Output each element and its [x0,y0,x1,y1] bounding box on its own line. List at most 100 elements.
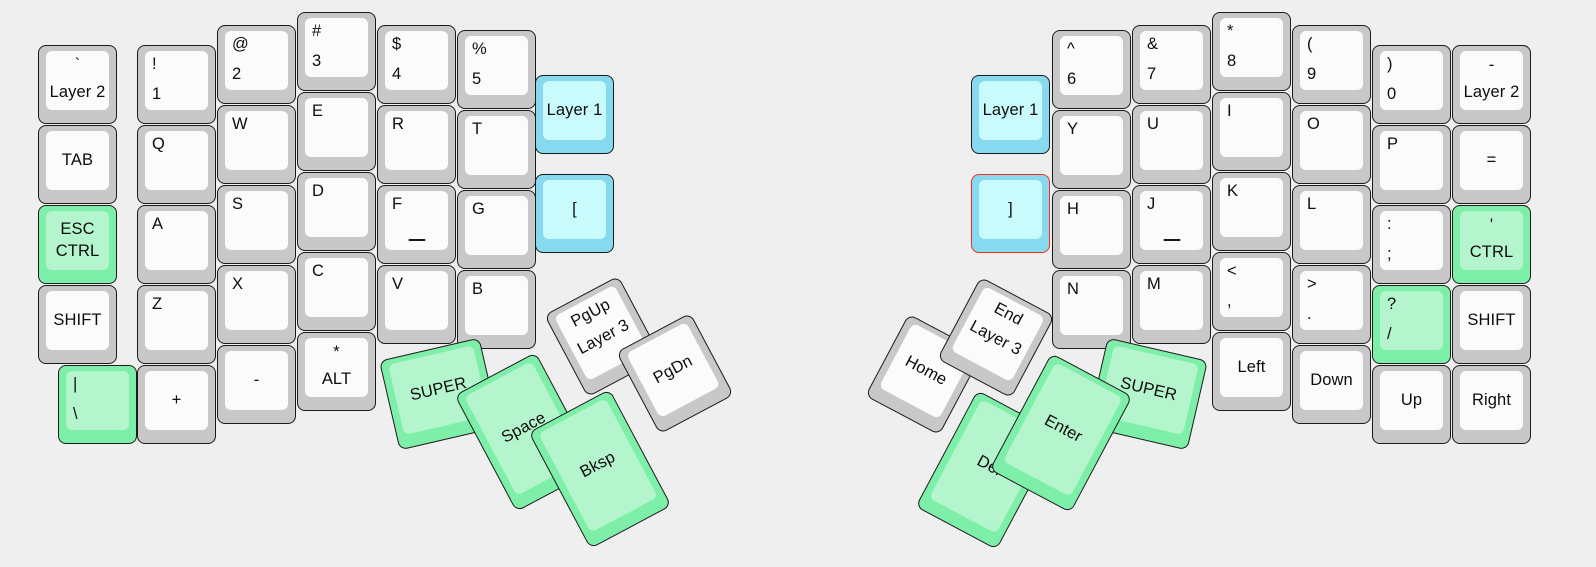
key-l-c1-r5[interactable]: |\ [58,365,137,444]
key-r-c2-r2[interactable]: U [1132,105,1211,184]
keycap-surface: ] [979,180,1042,239]
keycap-surface: T [465,116,528,175]
key-l-c2-r4[interactable]: Z [137,285,216,364]
key-legend-shifted: D [312,182,325,200]
key-r-c1-r1[interactable]: ^6 [1052,30,1131,109]
key-l-c1-r2[interactable]: TAB [38,125,117,204]
key-l-c1-r1[interactable]: `Layer 2 [38,45,117,124]
key-r-c5-r3[interactable]: :; [1372,205,1451,284]
key-legend-shifted: # [312,22,322,40]
keycap-surface: %5 [465,36,528,95]
key-legend-shifted: < [1227,262,1237,280]
keycap-surface: ^6 [1060,36,1123,95]
key-legend-shifted: O [1307,115,1320,133]
key-l-c1-r4[interactable]: SHIFT [38,285,117,364]
keycap-surface: R [385,111,448,170]
key-legend-shifted: & [1147,35,1159,53]
key-l-c5-r2[interactable]: R [377,105,456,184]
key-legend-shifted: ESC [60,220,95,239]
key-l-c4-r4[interactable]: C [297,252,376,331]
key-r-c3-r1[interactable]: *8 [1212,12,1291,91]
key-r-c5-r2[interactable]: P [1372,125,1451,204]
key-r-c5-r1[interactable]: )0 [1372,45,1451,124]
key-legend-base: \ [73,404,78,423]
key-l-c7-r1[interactable]: Layer 1 [535,75,614,154]
key-r-c2-r3[interactable]: J [1132,185,1211,264]
key-l-c3-r3[interactable]: S [217,185,296,264]
key-l-c5-r1[interactable]: $4 [377,25,456,104]
key-legend-base: 0 [1387,84,1397,103]
key-r-c4-r3[interactable]: L [1292,185,1371,264]
key-l-c4-r3[interactable]: D [297,172,376,251]
key-legend-shifted: N [1067,280,1080,298]
key-l-c2-r1[interactable]: !1 [137,45,216,124]
key-legend-base: / [1387,324,1392,343]
key-r-c5-r4[interactable]: ?/ [1372,285,1451,364]
key-r-c3-r5[interactable]: Left [1212,332,1291,411]
key-r-c2-r1[interactable]: &7 [1132,25,1211,104]
key-l-c2-r2[interactable]: Q [137,125,216,204]
keycap-surface: V [385,271,448,330]
key-legend-base: SHIFT [1467,310,1516,329]
key-l-c5-r3[interactable]: F [377,185,456,264]
key-r-c6-r4[interactable]: SHIFT [1452,285,1531,364]
key-l-c2-r5[interactable]: + [137,365,216,444]
key-r-c3-r2[interactable]: I [1212,92,1291,171]
key-r-c4-r5[interactable]: Down [1292,345,1371,424]
key-r-c6-r1[interactable]: -Layer 2 [1452,45,1531,124]
key-r-c0-r1[interactable]: Layer 1 [971,75,1050,154]
keycap-surface: O [1300,111,1363,170]
keycap-surface: Layer 1 [979,81,1042,140]
key-legend-shifted: : [1387,215,1392,233]
key-legend-shifted: M [1147,275,1161,293]
key-l-c3-r2[interactable]: W [217,105,296,184]
keycap-surface: $4 [385,31,448,90]
key-legend-base: Down [1310,370,1353,389]
key-r-c0-r2[interactable]: ] [971,174,1050,253]
key-r-c4-r2[interactable]: O [1292,105,1371,184]
key-l-c2-r3[interactable]: A [137,205,216,284]
key-r-c5-r5[interactable]: Up [1372,365,1451,444]
key-legend-shifted: End [991,299,1026,330]
key-legend-shifted: ' [1489,216,1494,234]
key-r-c2-r4[interactable]: M [1132,265,1211,344]
key-legend-base: [ [572,199,577,218]
key-l-c6-r1[interactable]: %5 [457,30,536,109]
key-r-c3-r3[interactable]: K [1212,172,1291,251]
key-l-c3-r5[interactable]: - [217,345,296,424]
keycap-surface: !1 [145,51,208,110]
key-l-c7-r2[interactable]: [ [535,174,614,253]
key-l-c6-r4[interactable]: B [457,270,536,349]
keycap-surface: L [1300,191,1363,250]
key-legend-base: TAB [61,150,94,169]
key-r-c6-r3[interactable]: 'CTRL [1452,205,1531,284]
keycap-surface: Q [145,131,208,190]
key-legend-shifted: B [472,280,484,298]
key-r-c6-r5[interactable]: Right [1452,365,1531,444]
keycap-surface: K [1220,178,1283,237]
key-legend-shifted: ( [1307,35,1313,53]
key-l-c4-r1[interactable]: #3 [297,12,376,91]
key-r-c3-r4[interactable]: <, [1212,252,1291,331]
key-legend-shifted: R [392,115,405,133]
key-r-c6-r2[interactable]: = [1452,125,1531,204]
key-r-c1-r3[interactable]: H [1052,190,1131,269]
key-l-c5-r4[interactable]: V [377,265,456,344]
key-l-c6-r2[interactable]: T [457,110,536,189]
homing-bar-icon [408,238,425,241]
key-l-c4-r2[interactable]: E [297,92,376,171]
key-legend-shifted: S [232,195,244,213]
key-l-c3-r4[interactable]: X [217,265,296,344]
key-l-c4-r5[interactable]: *ALT [297,332,376,411]
key-r-c1-r4[interactable]: N [1052,270,1131,349]
key-r-c4-r4[interactable]: >. [1292,265,1371,344]
key-l-c3-r1[interactable]: @2 [217,25,296,104]
keycap-surface: D [305,178,368,237]
keycap-surface: Right [1460,371,1523,430]
key-legend-base: 2 [232,64,242,83]
key-r-c1-r2[interactable]: Y [1052,110,1131,189]
key-r-c4-r1[interactable]: (9 [1292,25,1371,104]
key-l-c6-r3[interactable]: G [457,190,536,269]
